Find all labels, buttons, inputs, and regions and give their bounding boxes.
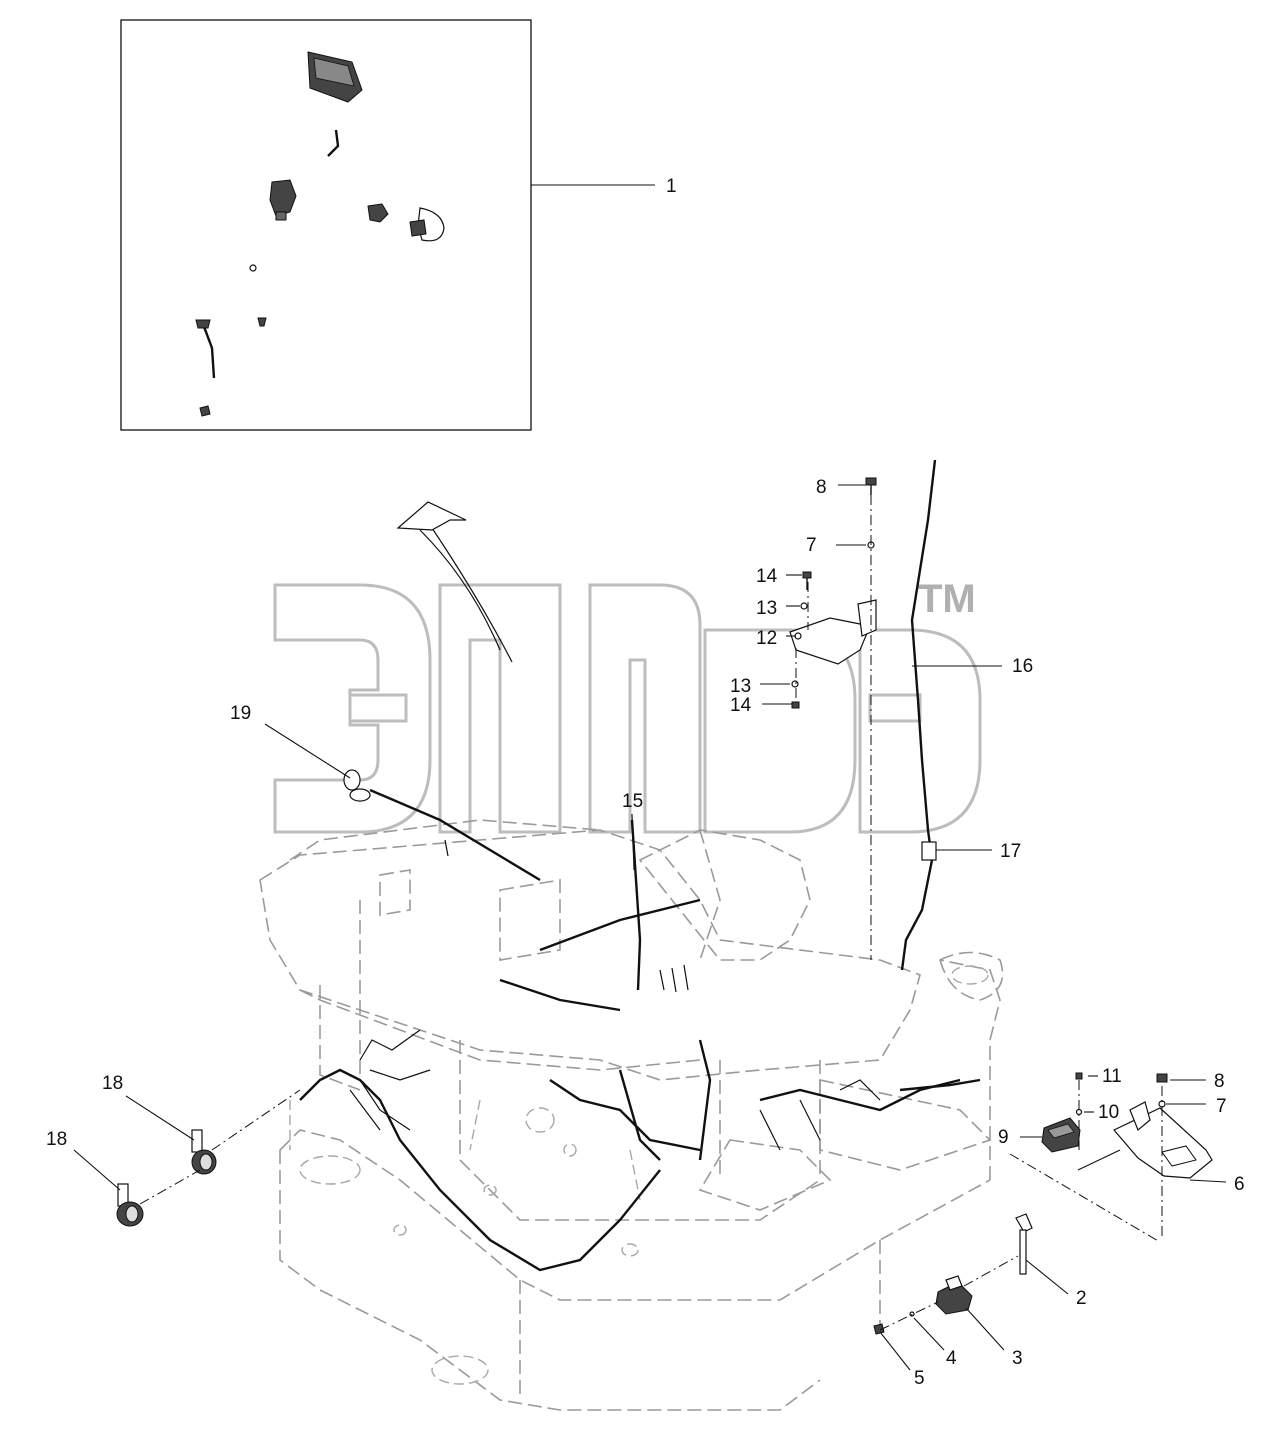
wire-lead-icon: [195, 319, 216, 379]
bolt-8-upper-icon: [865, 477, 877, 495]
mounting-plate-6-icon: [1113, 1101, 1213, 1179]
callout-8-upper: 8: [816, 477, 827, 498]
callout-13-upper: 13: [756, 598, 777, 619]
direction-arrow-icon: [396, 501, 513, 663]
washer-10-icon: [1075, 1108, 1083, 1116]
callout-13-lower: 13: [730, 676, 751, 697]
clamp-icon-lower: [116, 1183, 144, 1227]
callout-8-lower: 8: [1214, 1071, 1225, 1092]
small-nut-icon: [249, 264, 257, 272]
controller-9-icon: [1041, 1117, 1081, 1153]
small-screw-icon: [199, 405, 211, 417]
callout-9: 9: [998, 1127, 1009, 1148]
callout-2: 2: [1076, 1288, 1087, 1309]
callout-18-lower: 18: [46, 1129, 67, 1150]
screw-11-icon: [1075, 1072, 1083, 1080]
clip-17-icon: [921, 841, 937, 861]
screw-5-icon: [873, 1323, 885, 1335]
bolt-14-upper-icon: [802, 571, 812, 590]
washer-13-lower-icon: [791, 680, 799, 688]
callout-labels: 1 2 3 4 5 6 7 7 8 8 9 10 11 12 13 13 14 …: [46, 176, 1245, 1389]
machine-frame-ghost: [259, 819, 1004, 1411]
callout-14-upper: 14: [756, 566, 778, 587]
callout-12: 12: [756, 628, 777, 649]
small-hose-icon: [327, 129, 340, 157]
relay-bracket-2-icon: [1015, 1213, 1033, 1275]
horn-icon: [409, 207, 445, 242]
cable-16: [900, 459, 937, 971]
callout-7-upper: 7: [806, 535, 817, 556]
bolt-14-lower-icon: [791, 701, 800, 709]
callout-5: 5: [914, 1368, 925, 1389]
connector-icon: [367, 203, 389, 223]
leader-lines: [73, 484, 1227, 1371]
callout-4: 4: [946, 1348, 957, 1369]
bracket-12-icon: [789, 599, 877, 665]
callout-18-upper: 18: [102, 1073, 123, 1094]
callout-17: 17: [1000, 841, 1021, 862]
washer-13-upper-icon: [800, 602, 808, 610]
callout-1: 1: [666, 176, 677, 197]
callout-10: 10: [1098, 1102, 1119, 1123]
clamp-icon-upper: [191, 1129, 217, 1175]
callout-14-lower: 14: [730, 695, 752, 716]
callout-11: 11: [1102, 1066, 1122, 1087]
trademark-text: TM: [918, 577, 976, 621]
callout-7-lower: 7: [1216, 1096, 1227, 1117]
work-lamp-icon: [307, 51, 363, 103]
callout-6: 6: [1234, 1174, 1245, 1195]
power-socket-icon: [343, 769, 371, 802]
callout-3: 3: [1012, 1348, 1023, 1369]
wiring-harness: [299, 788, 981, 1272]
switch-icon: [269, 179, 297, 221]
callout-16: 16: [1012, 656, 1033, 677]
callout-19: 19: [230, 703, 251, 724]
bolt-8-lower-icon: [1156, 1073, 1168, 1083]
inset-box: [120, 19, 655, 431]
small-bolt-icon: [257, 317, 267, 327]
callout-15: 15: [622, 791, 643, 812]
